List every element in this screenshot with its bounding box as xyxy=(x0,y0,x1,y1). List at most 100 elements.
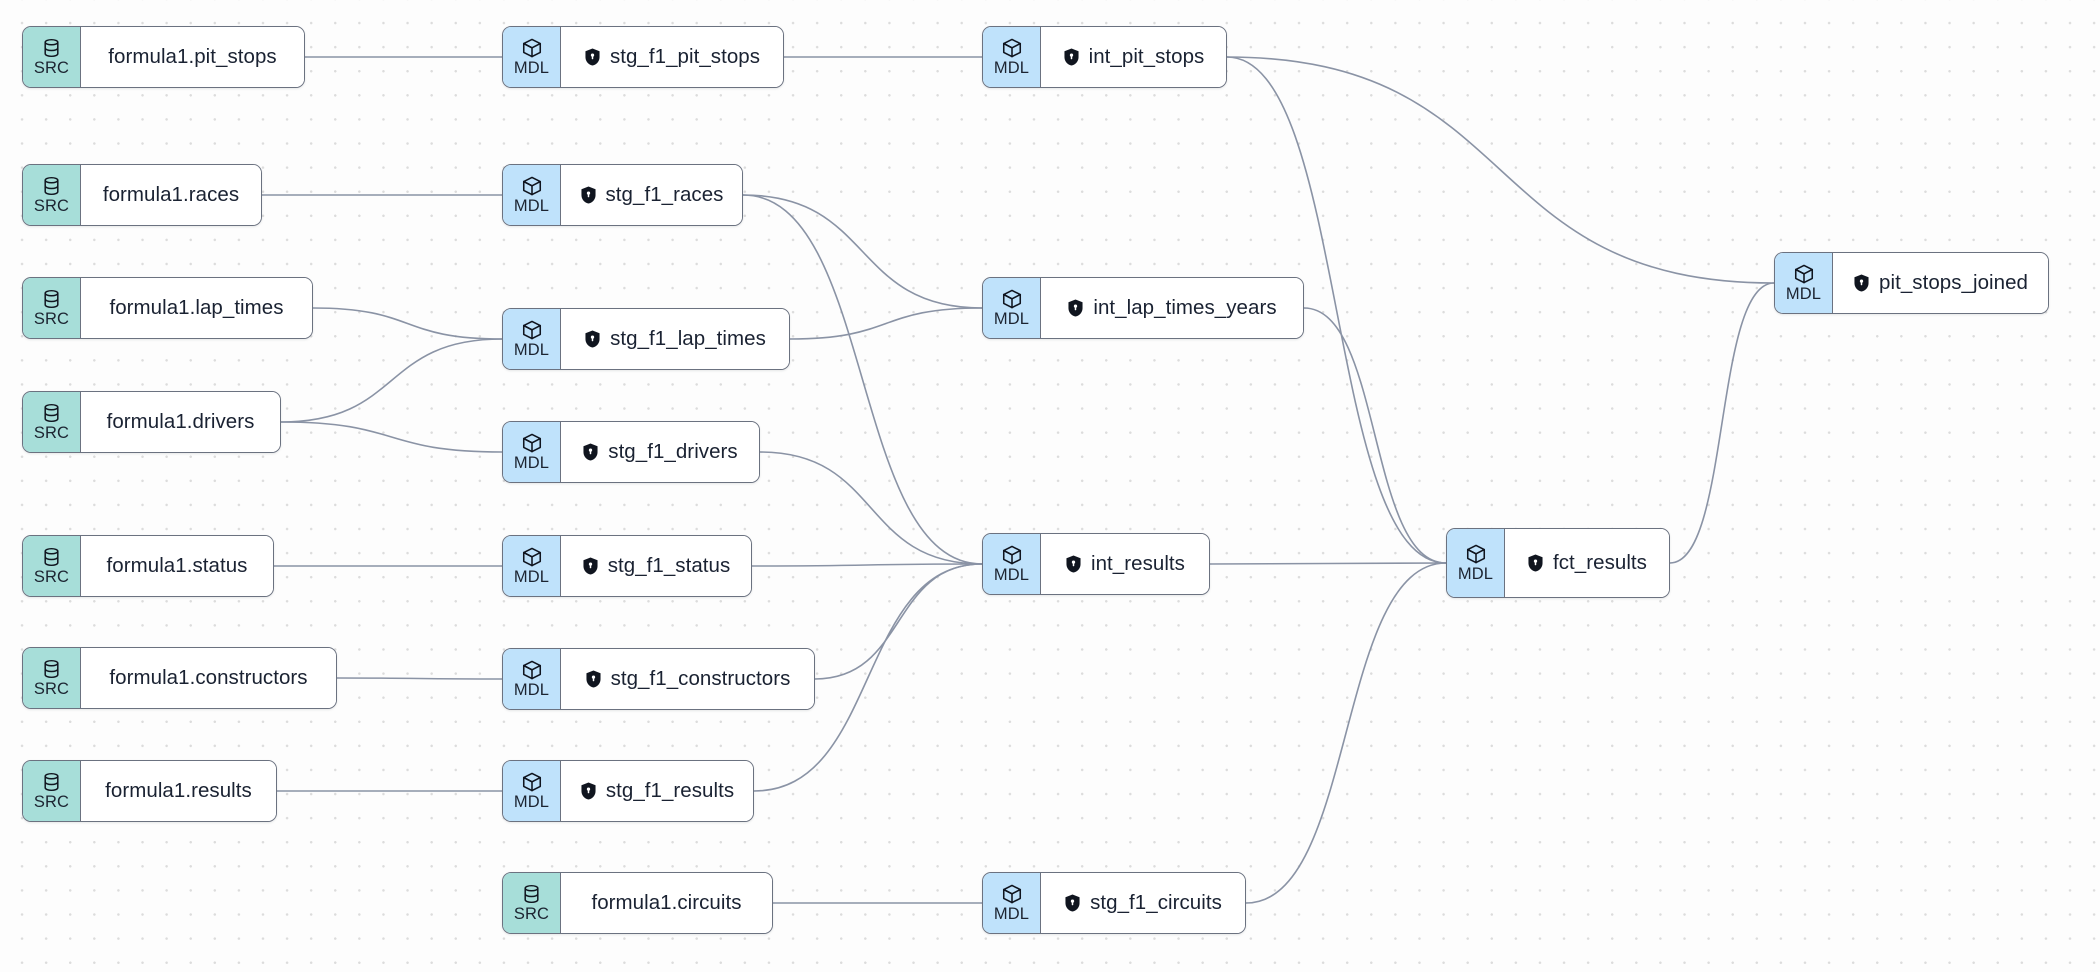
node-badge-label: MDL xyxy=(513,568,550,587)
dag-edge-src_lap_times-to-stg_lap_times xyxy=(312,307,503,340)
node-type-badge-src: SRC xyxy=(23,27,81,87)
node-body: formula1.lap_times xyxy=(81,278,312,338)
dag-edge-int_lap_times-to-fct_results xyxy=(1303,307,1447,564)
node-label: pit_stops_joined xyxy=(1879,271,2028,294)
cube-icon xyxy=(1465,543,1487,565)
dag-node-stg_races[interactable]: MDL stg_f1_races xyxy=(502,164,743,226)
dag-edge-stg_status-to-int_results xyxy=(751,563,983,567)
cube-icon xyxy=(521,175,543,197)
node-label: formula1.results xyxy=(105,779,252,802)
dag-node-src_results[interactable]: SRC formula1.results xyxy=(22,760,277,822)
shield-lock-icon xyxy=(585,670,602,688)
database-cylinder-icon xyxy=(521,883,542,905)
node-badge-label: SRC xyxy=(513,905,550,924)
node-type-badge-mdl: MDL xyxy=(503,536,561,596)
cube-icon xyxy=(521,546,543,568)
node-label: formula1.races xyxy=(102,183,240,206)
node-label: formula1.status xyxy=(106,554,248,577)
shield-lock-icon xyxy=(1063,48,1080,66)
dag-node-stg_drivers[interactable]: MDL stg_f1_drivers xyxy=(502,421,760,483)
node-badge-label: SRC xyxy=(33,310,70,329)
node-type-badge-src: SRC xyxy=(23,536,81,596)
dag-node-int_pit_stops[interactable]: MDL int_pit_stops xyxy=(982,26,1227,88)
node-type-badge-mdl: MDL xyxy=(503,27,561,87)
node-body: int_pit_stops xyxy=(1041,27,1226,87)
dag-edge-int_results-to-fct_results xyxy=(1209,562,1447,565)
node-badge-label: SRC xyxy=(33,793,70,812)
node-type-badge-src: SRC xyxy=(23,278,81,338)
node-body: stg_f1_results xyxy=(561,761,753,821)
node-badge-label: MDL xyxy=(513,197,550,216)
database-cylinder-icon xyxy=(41,402,62,424)
node-badge-label: MDL xyxy=(1785,285,1822,304)
cube-icon xyxy=(521,659,543,681)
cube-icon xyxy=(521,771,543,793)
database-cylinder-icon xyxy=(41,37,62,59)
dag-node-src_lap_times[interactable]: SRC formula1.lap_times xyxy=(22,277,313,339)
cube-icon xyxy=(1001,883,1023,905)
dag-node-stg_status[interactable]: MDL stg_f1_status xyxy=(502,535,752,597)
node-body: stg_f1_races xyxy=(561,165,742,225)
node-body: fct_results xyxy=(1505,529,1669,597)
node-type-badge-mdl: MDL xyxy=(983,27,1041,87)
dag-edge-int_pit_stops-to-pit_stops_joined xyxy=(1226,56,1775,284)
node-body: formula1.drivers xyxy=(81,392,280,452)
dag-node-pit_stops_joined[interactable]: MDL pit_stops_joined xyxy=(1774,252,2049,314)
node-body: int_lap_times_years xyxy=(1041,278,1303,338)
node-body: stg_f1_lap_times xyxy=(561,309,789,369)
shield-lock-icon xyxy=(582,557,599,575)
node-type-badge-mdl: MDL xyxy=(983,534,1041,594)
dag-node-src_circuits[interactable]: SRC formula1.circuits xyxy=(502,872,773,934)
shield-lock-icon xyxy=(580,186,597,204)
dag-node-src_constructors[interactable]: SRC formula1.constructors xyxy=(22,647,337,709)
shield-lock-icon xyxy=(584,48,601,66)
node-badge-label: SRC xyxy=(33,568,70,587)
node-type-badge-mdl: MDL xyxy=(983,873,1041,933)
node-type-badge-mdl: MDL xyxy=(1447,529,1505,597)
dag-node-stg_results[interactable]: MDL stg_f1_results xyxy=(502,760,754,822)
node-type-badge-src: SRC xyxy=(23,165,81,225)
node-badge-label: MDL xyxy=(513,793,550,812)
node-type-badge-src: SRC xyxy=(23,648,81,708)
cube-icon xyxy=(521,432,543,454)
dag-node-stg_lap_times[interactable]: MDL stg_f1_lap_times xyxy=(502,308,790,370)
dag-node-src_status[interactable]: SRC formula1.status xyxy=(22,535,274,597)
database-cylinder-icon xyxy=(41,546,62,568)
dag-node-src_races[interactable]: SRC formula1.races xyxy=(22,164,262,226)
node-label: stg_f1_lap_times xyxy=(610,327,766,350)
node-body: stg_f1_status xyxy=(561,536,751,596)
node-body: formula1.results xyxy=(81,761,276,821)
node-label: formula1.lap_times xyxy=(109,296,284,319)
dag-edge-stg_constructors-to-int_results xyxy=(814,563,983,680)
node-label: int_lap_times_years xyxy=(1093,296,1277,319)
node-label: formula1.drivers xyxy=(106,410,255,433)
shield-lock-icon xyxy=(1064,894,1081,912)
dag-edge-src_constructors-to-stg_constructors xyxy=(336,677,503,680)
node-badge-label: MDL xyxy=(513,454,550,473)
cube-icon xyxy=(1001,37,1023,59)
node-badge-label: SRC xyxy=(33,680,70,699)
node-label: formula1.circuits xyxy=(591,891,742,914)
dag-edge-fct_results-to-pit_stops_joined xyxy=(1669,282,1775,564)
database-cylinder-icon xyxy=(41,771,62,793)
shield-lock-icon xyxy=(1065,555,1082,573)
node-body: stg_f1_drivers xyxy=(561,422,759,482)
shield-lock-icon xyxy=(1527,554,1544,572)
shield-lock-icon xyxy=(584,330,601,348)
node-type-badge-mdl: MDL xyxy=(503,761,561,821)
node-badge-label: MDL xyxy=(993,59,1030,78)
dag-edge-stg_lap_times-to-int_lap_times xyxy=(789,307,983,340)
node-type-badge-mdl: MDL xyxy=(503,309,561,369)
node-label: formula1.constructors xyxy=(109,666,308,689)
node-type-badge-mdl: MDL xyxy=(503,165,561,225)
